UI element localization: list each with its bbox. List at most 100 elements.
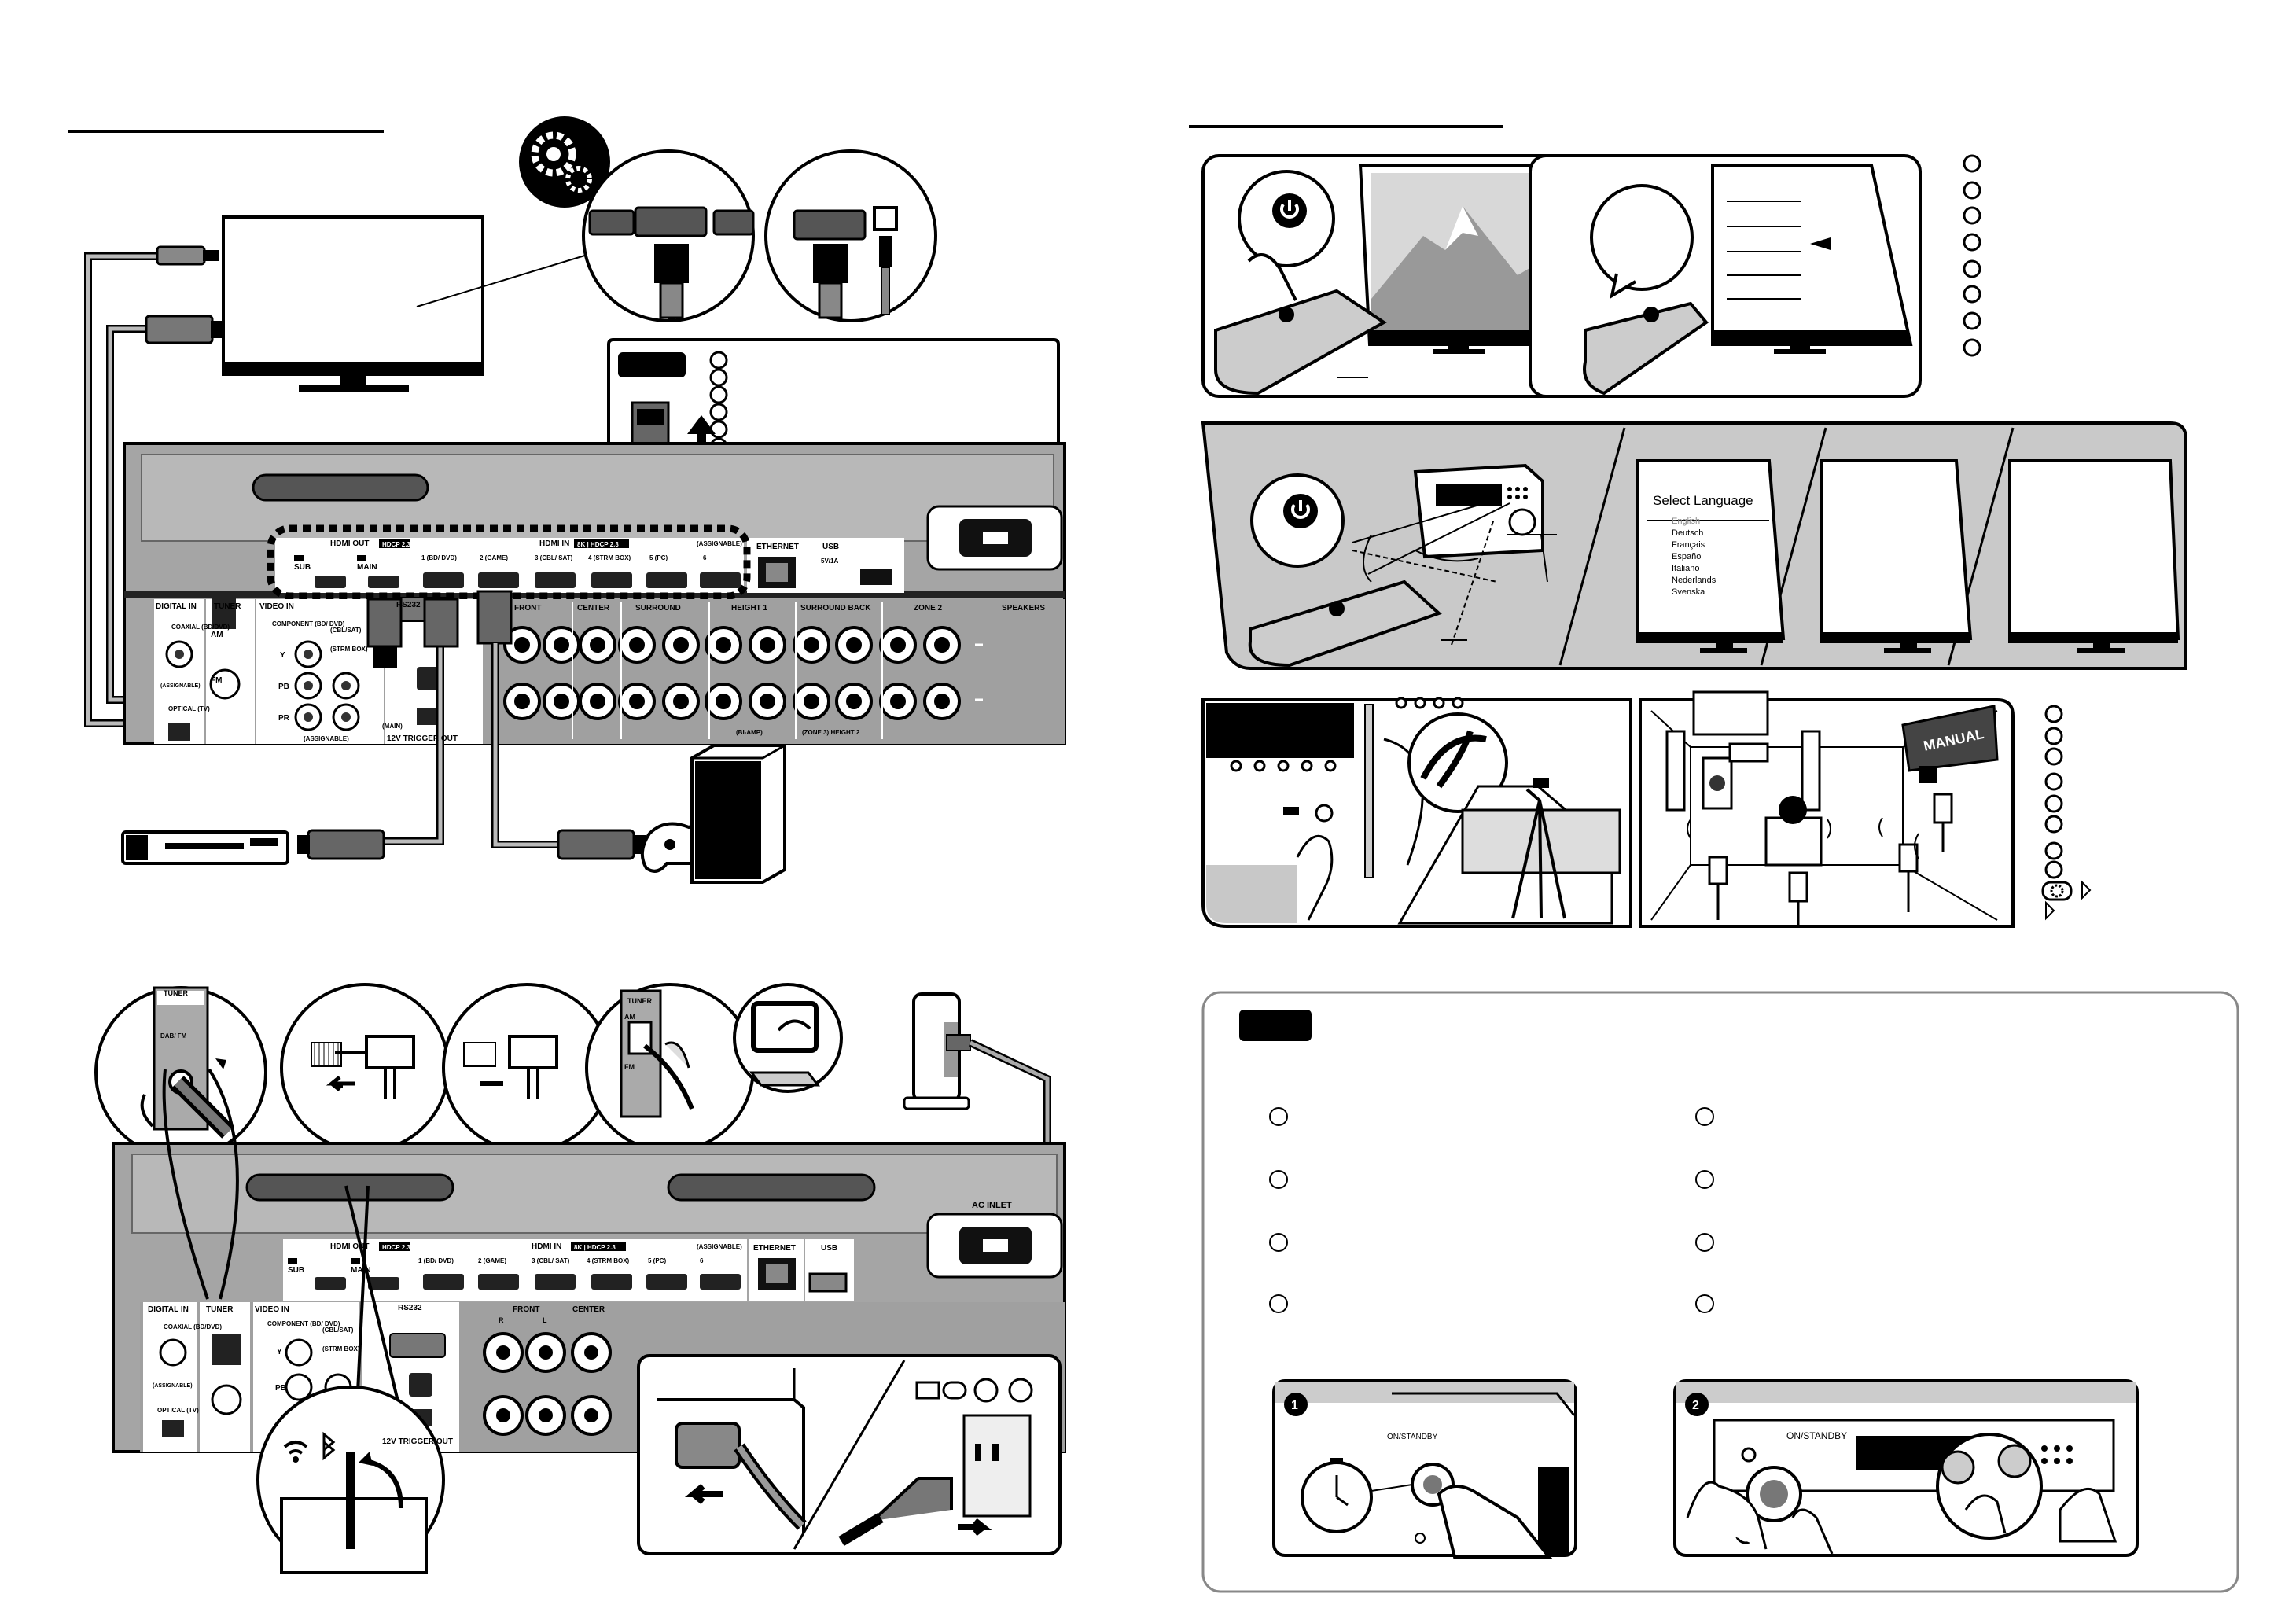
speakers-label: SPEAKERS [1002,604,1045,613]
terminal-core [673,637,689,653]
list-marker [1963,181,1981,200]
language-option[interactable]: English [1672,517,1700,526]
setup-step-remote-point [1529,154,1922,398]
game-console-icon [690,744,786,884]
ac-inlet-label: AC INLET [972,1201,1012,1210]
terminal-core [554,694,569,709]
list-marker [1963,285,1981,304]
hdmi-in-label-b: HDMI IN [532,1242,561,1251]
front-label-b: FRONT [513,1305,539,1314]
step-2-number: 2 [1692,1399,1699,1412]
terminal-core [934,694,950,709]
hdmi-in-badge: 8K | HDCP 2.3 [577,541,619,548]
hdmi-in-3-label-b: 3 (CBL/ SAT) [532,1257,570,1264]
rear-panel-bottom-labels: HDMI OUT HDCP 2.3 SUB MAIN HDMI IN 8K | … [148,989,1012,1446]
hdmi-plug-icon [145,315,225,344]
on-standby-label-2: ON/STANDBY [1786,1430,1847,1441]
language-option[interactable]: Italiano [1672,564,1699,573]
optical-plug-icon [156,245,219,266]
list-marker [2044,841,2063,860]
language-option[interactable]: Nederlands [1672,576,1716,585]
list-marker [2044,772,2063,791]
select-language-title: Select Language [1653,493,1753,508]
video-in-label-b: VIDEO IN [255,1305,289,1314]
hdmi-in-label: HDMI IN [539,539,569,548]
surround-back-label: SURROUND BACK [800,604,871,613]
language-option[interactable]: Français [1672,540,1705,550]
terminal-core [673,694,689,709]
list-marker [2044,747,2063,766]
terminal-core [629,694,645,709]
component-label-b: COMPONENT (BD/ DVD) [267,1320,340,1327]
front-r-label: R [499,1316,504,1324]
rear-panel-top [123,442,1066,745]
power-connection-box [637,1354,1062,1555]
sub-label-b: SUB [288,1266,304,1275]
am-loop-antenna-zoom [733,983,843,1093]
hdcp-out-badge-b: HDCP 2.3 [382,1244,410,1251]
digital-assignable-label: (ASSIGNABLE) [160,683,201,689]
usb-label-b: USB [821,1244,837,1253]
language-option[interactable]: Español [1672,552,1703,561]
tuner-zoom-label: TUNER [164,989,188,997]
terminal-core [716,637,731,653]
tuner-label-b: TUNER [206,1305,234,1314]
fm-antenna-step1-zoom [280,983,450,1153]
rs232-label: RS232 [396,601,421,609]
front-label: FRONT [514,604,541,613]
step-1-number: 1 [1291,1399,1298,1412]
hdmi-in-badge-b: 8K | HDCP 2.3 [574,1244,616,1251]
trigger-label-b: 12V TRIGGER OUT [382,1437,453,1446]
list-marker [2044,860,2063,879]
list-marker [2044,815,2063,834]
terminal-core [590,694,605,709]
terminal-core [890,637,906,653]
terminal-core [760,637,775,653]
hdmi-in-3-label: 3 (CBL/ SAT) [535,554,573,561]
speaker-room-panel [1639,690,2015,928]
terminal-core [629,637,645,653]
hdmi-in-6-label: 6 [703,554,707,561]
step-list-markers-b [2044,705,2063,879]
language-option[interactable]: Deutsch [1672,528,1703,538]
bd-player-icon [121,830,289,865]
list-marker [1963,259,1981,278]
height1-label: HEIGHT 1 [731,604,768,613]
hdmi-in-2-label: 2 (GAME) [480,554,508,561]
dab-fm-label: DAB/ FM [160,1032,187,1040]
usb-label: USB [822,543,839,551]
list-marker [2044,705,2063,723]
terminal-core [514,637,530,653]
terminal-core [514,694,530,709]
terminal-core [760,694,775,709]
cbl-sat-label-b: (CBL/SAT) [322,1327,354,1334]
tv-illustration [222,215,598,392]
hdmi-in-4-label-b: 4 (STRM BOX) [587,1257,630,1264]
main-label-b: MAIN [351,1266,371,1275]
wifi-icon [283,1441,308,1463]
mic-setup-panel [1201,697,1632,928]
rs232-label-b: RS232 [398,1304,422,1312]
hdmi-assignable-label: (ASSIGNABLE) [697,540,742,547]
front-l-label: L [543,1316,547,1324]
reset-box [1201,991,2239,1593]
terminal-core [554,637,569,653]
list-marker [2044,727,2063,745]
hdmi-in-1-label: 1 (BD/ DVD) [421,554,457,561]
language-option[interactable]: Svenska [1672,587,1705,597]
video-in-label: VIDEO IN [259,602,294,611]
on-standby-label-1: ON/STANDBY [1387,1433,1438,1441]
wireless-antenna-zoom [256,1386,445,1574]
strm-box-label-b: (STRM BOX) [322,1345,360,1352]
bi-amp-label: (BI-AMP) [736,729,763,736]
zone3-height2-label: (ZONE 3) HEIGHT 2 [802,729,860,736]
terminal-core [890,694,906,709]
hdmi-in-2-label-b: 2 (GAME) [478,1257,506,1264]
hdmi-plug-bd-icon [297,829,385,860]
digital-in-label-b: DIGITAL IN [148,1305,189,1314]
setup-gear-icon [2041,880,2092,921]
coaxial-label-b: COAXIAL (BD/DVD) [164,1323,222,1330]
am-label: AM [211,631,223,639]
tuner-zoom-circle [94,986,267,1159]
usb-rating-label: 5V/1A [821,558,838,565]
